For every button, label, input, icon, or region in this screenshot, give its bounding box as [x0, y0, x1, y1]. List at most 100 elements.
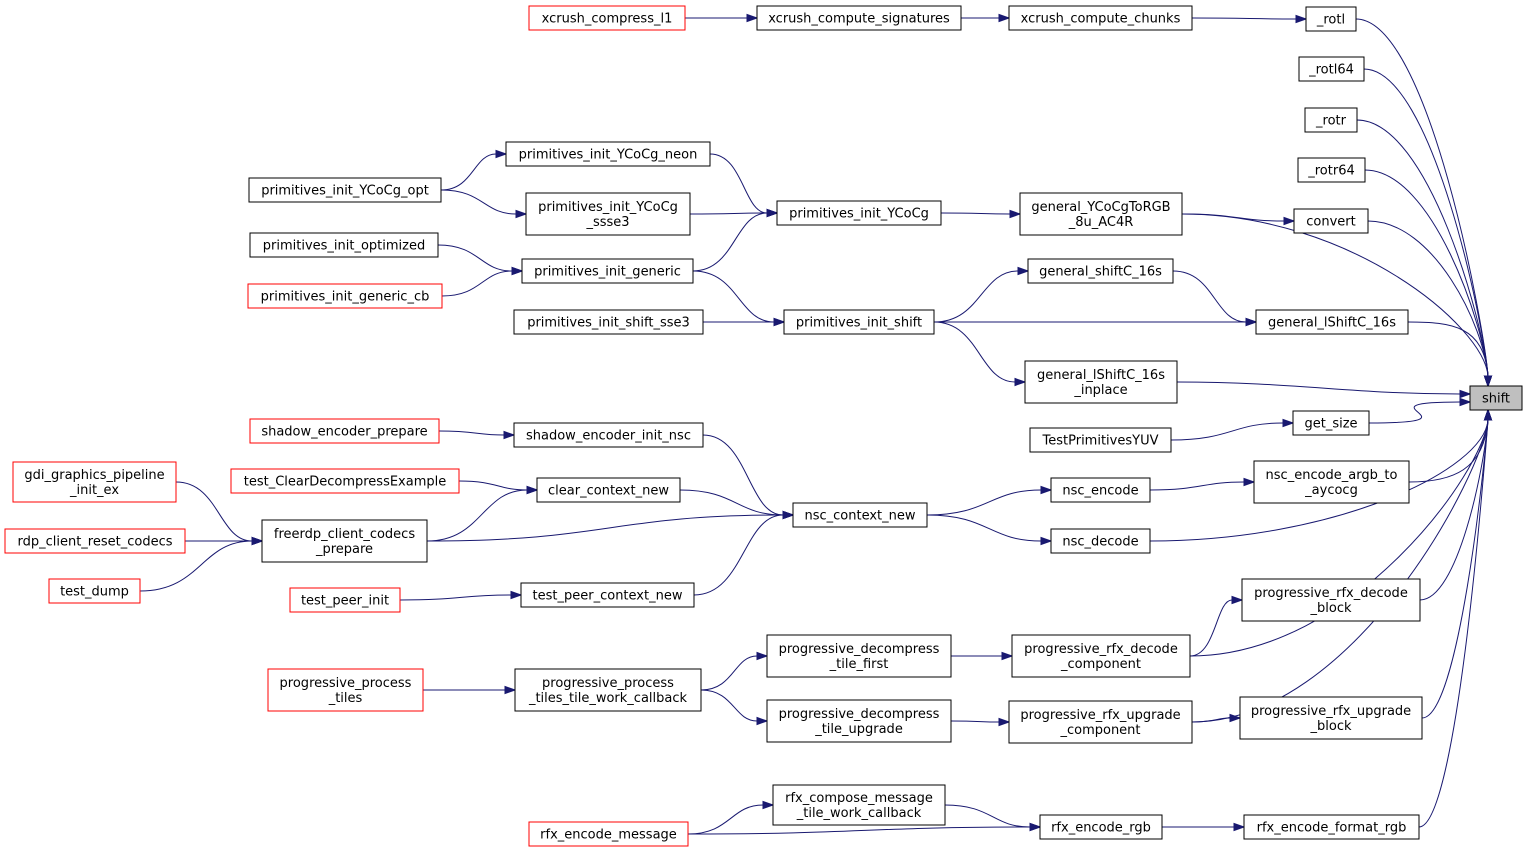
node-progressive-rfx-decode-component[interactable]: progressive_rfx_decode_component	[1011, 634, 1191, 678]
node-box	[776, 200, 942, 226]
node-box	[1469, 385, 1523, 411]
node-progressive-process-tiles[interactable]: progressive_process_tiles	[267, 668, 424, 712]
node-rfx-encode-format-rgb[interactable]: rfx_encode_format_rgb	[1243, 814, 1420, 840]
node-label: rfx_encode_rgb	[1051, 821, 1151, 836]
node-rotr64[interactable]: _rotr64	[1297, 157, 1366, 183]
node-primitives-init-ycocg-neon[interactable]: primitives_init_YCoCg_neon	[505, 141, 711, 167]
node-box	[249, 418, 440, 444]
edge-arrowhead	[511, 266, 524, 276]
node-box	[1298, 56, 1365, 82]
node-box	[536, 477, 681, 503]
node-box	[792, 502, 928, 528]
node-test-peer-init[interactable]: test_peer_init	[289, 587, 401, 613]
node-get-size[interactable]: get_size	[1292, 410, 1370, 436]
edge-xcrush-compress-l1-to-xcrush-compute-signatures	[685, 13, 759, 23]
edge-line	[687, 826, 1031, 835]
node-progressive-rfx-decode-block[interactable]: progressive_rfx_decode_block	[1241, 578, 1421, 622]
node-label: progressive_rfx_upgrade	[1251, 704, 1411, 719]
node-primitives-init-ycocg-ssse3[interactable]: primitives_init_YCoCg_ssse3	[525, 192, 691, 236]
node-label: _block	[1310, 601, 1352, 616]
node-progressive-decompress-tile-upgrade[interactable]: progressive_decompress_tile_upgrade	[766, 699, 952, 743]
node-label: progressive_rfx_decode	[1254, 586, 1408, 601]
edge-rfx-encode-rgb-to-rfx-encode-format-rgb	[1162, 822, 1246, 832]
node-xcrush-compress-l1[interactable]: xcrush_compress_l1	[528, 5, 686, 31]
node-box	[1253, 460, 1410, 504]
node-gdi-graphics-pipeline-init-ex[interactable]: gdi_graphics_pipeline_init_ex	[12, 461, 177, 503]
node-box	[1050, 477, 1151, 503]
node-progressive-rfx-upgrade-block[interactable]: progressive_rfx_upgrade_block	[1239, 696, 1423, 740]
node-general-lshiftc-16s-inplace[interactable]: general_lShiftC_16s_inplace	[1024, 360, 1178, 404]
node-shadow-encoder-init-nsc[interactable]: shadow_encoder_init_nsc	[513, 422, 704, 448]
node-progressive-decompress-tile-first[interactable]: progressive_decompress_tile_first	[766, 634, 952, 678]
node-label: progressive_rfx_upgrade	[1020, 708, 1180, 723]
node-box	[267, 668, 424, 712]
node-primitives-init-shift-sse3[interactable]: primitives_init_shift_sse3	[513, 309, 704, 335]
edge-primitives-init-ycocg-opt-to-primitives-init-ycocg-neon	[440, 149, 508, 191]
node-label: _init_ex	[69, 483, 119, 498]
node-xcrush-compute-chunks[interactable]: xcrush_compute_chunks	[1008, 5, 1193, 31]
node-rfx-compose-message-tile-work-callback[interactable]: rfx_compose_message_tile_work_callback	[772, 784, 946, 826]
node-primitives-init-shift[interactable]: primitives_init_shift	[783, 309, 935, 335]
node-test-peer-context-new[interactable]: test_peer_context_new	[520, 582, 695, 608]
edge-line	[933, 321, 1016, 383]
node-label: _component	[1059, 723, 1140, 738]
edge-arrowhead	[1245, 317, 1258, 327]
edge-line	[1172, 270, 1247, 323]
node-box	[528, 821, 689, 847]
node-box	[48, 578, 141, 604]
node-label: test_ClearDecompressExample	[244, 475, 447, 490]
edge-line	[1170, 422, 1284, 441]
edge-progressive-decompress-tile-first-to-progressive-rfx-decode-component	[951, 651, 1014, 661]
node-general-lshiftc-16s[interactable]: general_lShiftC_16s	[1255, 309, 1409, 335]
node-primitives-init-ycocg-opt[interactable]: primitives_init_YCoCg_opt	[248, 177, 442, 203]
node-test-dump[interactable]: test_dump	[48, 578, 141, 604]
node-progressive-rfx-upgrade-component[interactable]: progressive_rfx_upgrade_component	[1008, 700, 1193, 744]
edge-primitives-init-ycocg-to-general-ycocgtorgb-8u-ac4r	[940, 209, 1022, 219]
edge-line	[1421, 419, 1489, 719]
edge-primitives-init-shift-to-general-lshiftc-16s	[934, 317, 1258, 327]
node-primitives-init-generic-cb[interactable]: primitives_init_generic_cb	[247, 283, 443, 309]
node-test-cleardecompressexample[interactable]: test_ClearDecompressExample	[230, 468, 460, 494]
node-primitives-init-ycocg[interactable]: primitives_init_YCoCg	[776, 200, 942, 226]
edge-arrowhead	[773, 317, 786, 327]
node-general-ycocgtorgb-8u-ac4r[interactable]: general_YCoCgToRGB_8u_AC4R	[1019, 192, 1183, 236]
node-nsc-decode[interactable]: nsc_decode	[1050, 528, 1151, 554]
node-rotl[interactable]: _rotl	[1305, 6, 1357, 32]
node-xcrush-compute-signatures[interactable]: xcrush_compute_signatures	[756, 5, 962, 31]
node-rotl64[interactable]: _rotl64	[1298, 56, 1365, 82]
node-clear-context-new[interactable]: clear_context_new	[536, 477, 681, 503]
edge-line	[940, 212, 1011, 215]
node-box	[756, 5, 962, 31]
edge-line	[1189, 419, 1489, 657]
edge-arrowhead	[1459, 397, 1472, 407]
edge-line	[440, 189, 517, 215]
edge-arrowhead	[515, 209, 528, 219]
node-rdp-client-reset-codecs[interactable]: rdp_client_reset_codecs	[4, 528, 186, 554]
node-nsc-encode-argb-to-aycocg[interactable]: nsc_encode_argb_to_aycocg	[1253, 460, 1410, 504]
node-label: progressive_process	[542, 676, 674, 691]
node-freerdp-client-codecs-prepare[interactable]: freerdp_client_codecs_prepare	[261, 519, 428, 563]
node-nsc-context-new[interactable]: nsc_context_new	[792, 502, 928, 528]
node-rotr[interactable]: _rotr	[1304, 107, 1358, 133]
edge-line	[458, 480, 528, 491]
edge-arrowhead	[1295, 14, 1308, 24]
edge-line	[700, 689, 758, 722]
node-shift[interactable]: shift	[1469, 385, 1523, 411]
edge-get-size-to-shift	[1368, 397, 1472, 424]
edge-arrowhead	[1243, 477, 1256, 487]
node-general-shiftc-16s[interactable]: general_shiftC_16s	[1027, 258, 1174, 284]
edge-arrowhead	[746, 13, 759, 23]
node-nsc-encode[interactable]: nsc_encode	[1050, 477, 1151, 503]
node-testprimitivesyuv[interactable]: TestPrimitivesYUV	[1029, 427, 1172, 453]
node-rfx-encode-rgb[interactable]: rfx_encode_rgb	[1039, 814, 1163, 840]
node-primitives-init-generic[interactable]: primitives_init_generic	[521, 258, 694, 284]
edge-progressive-process-tiles-tile-work-callback-to-progressive-decompress-tile-first	[700, 651, 769, 691]
edge-arrowhead	[1014, 377, 1027, 387]
node-convert[interactable]: convert	[1293, 208, 1369, 234]
node-box	[1027, 258, 1174, 284]
node-rfx-encode-message[interactable]: rfx_encode_message	[528, 821, 689, 847]
node-primitives-init-optimized[interactable]: primitives_init_optimized	[249, 232, 439, 258]
node-shadow-encoder-prepare[interactable]: shadow_encoder_prepare	[249, 418, 440, 444]
node-progressive-process-tiles-tile-work-callback[interactable]: progressive_process_tiles_tile_work_call…	[514, 668, 702, 712]
